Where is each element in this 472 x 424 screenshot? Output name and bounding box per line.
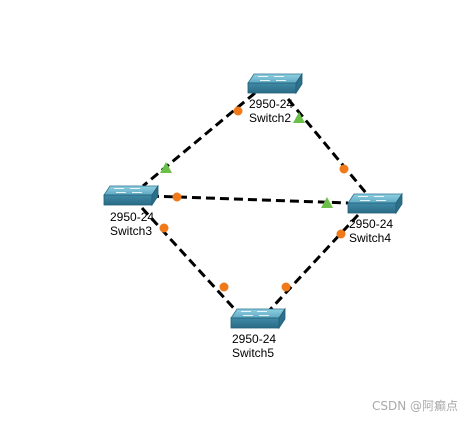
switch-icon-front [347,202,397,214]
link-switch2-switch4[interactable] [286,98,368,194]
port-blocking-triangle-switch2-on-switch2-switch4 [293,112,305,123]
switch-icon-side [395,192,403,215]
port-blocking-triangle-switch4-on-switch3-switch4 [321,197,333,208]
port-forwarding-dot-switch3-on-switch3-switch4 [172,192,182,202]
switch-arrows-icon [114,188,142,193]
device-name-label-switch3: Switch3 [110,224,152,238]
device-model-label-switch2: 2950-24 [249,97,293,111]
switch-arrows-icon [358,196,386,201]
port-forwarding-dot-switch2-on-switch2-switch3 [233,106,243,116]
switch-icon-top [103,185,159,196]
switch-arrows-icon [241,311,269,316]
switch-icon-side [278,307,286,330]
link-switch3-switch5[interactable] [140,206,242,317]
device-model-label-switch4: 2950-24 [349,217,393,231]
port-forwarding-dot-switch5-on-switch4-switch5 [281,282,291,292]
switch-icon-front [103,194,153,206]
watermark: CSDN @阿癫点 [371,399,458,413]
device-name-label-switch2: Switch2 [249,111,291,125]
link-switch3-switch4[interactable] [149,194,349,205]
switch-icon-top [247,73,303,84]
port-forwarding-dot-switch5-on-switch3-switch5 [219,282,229,292]
link-switch4-switch5[interactable] [265,213,360,315]
port-blocking-triangle-switch3-on-switch2-switch3 [160,162,172,173]
switch-icon-side [295,72,303,95]
port-forwarding-dot-switch4-on-switch4-switch5 [336,229,346,239]
switch-icon-top [347,193,403,204]
switch-icon-front [247,82,297,94]
switch-icon-front [230,317,280,329]
switch-icon-top [230,308,286,319]
switch-arrows-icon [258,76,286,81]
device-model-label-switch5: 2950-24 [232,332,276,346]
switch-icon-side [151,184,159,207]
links-layer [140,91,368,317]
device-model-label-switch3: 2950-24 [110,210,154,224]
device-name-label-switch4: Switch4 [349,231,391,245]
link-switch2-switch3[interactable] [142,91,256,188]
port-forwarding-dot-switch4-on-switch2-switch4 [339,164,349,174]
device-name-label-switch5: Switch5 [232,346,274,360]
port-forwarding-dot-switch3-on-switch3-switch5 [159,223,169,233]
port-status-layer [159,106,349,292]
